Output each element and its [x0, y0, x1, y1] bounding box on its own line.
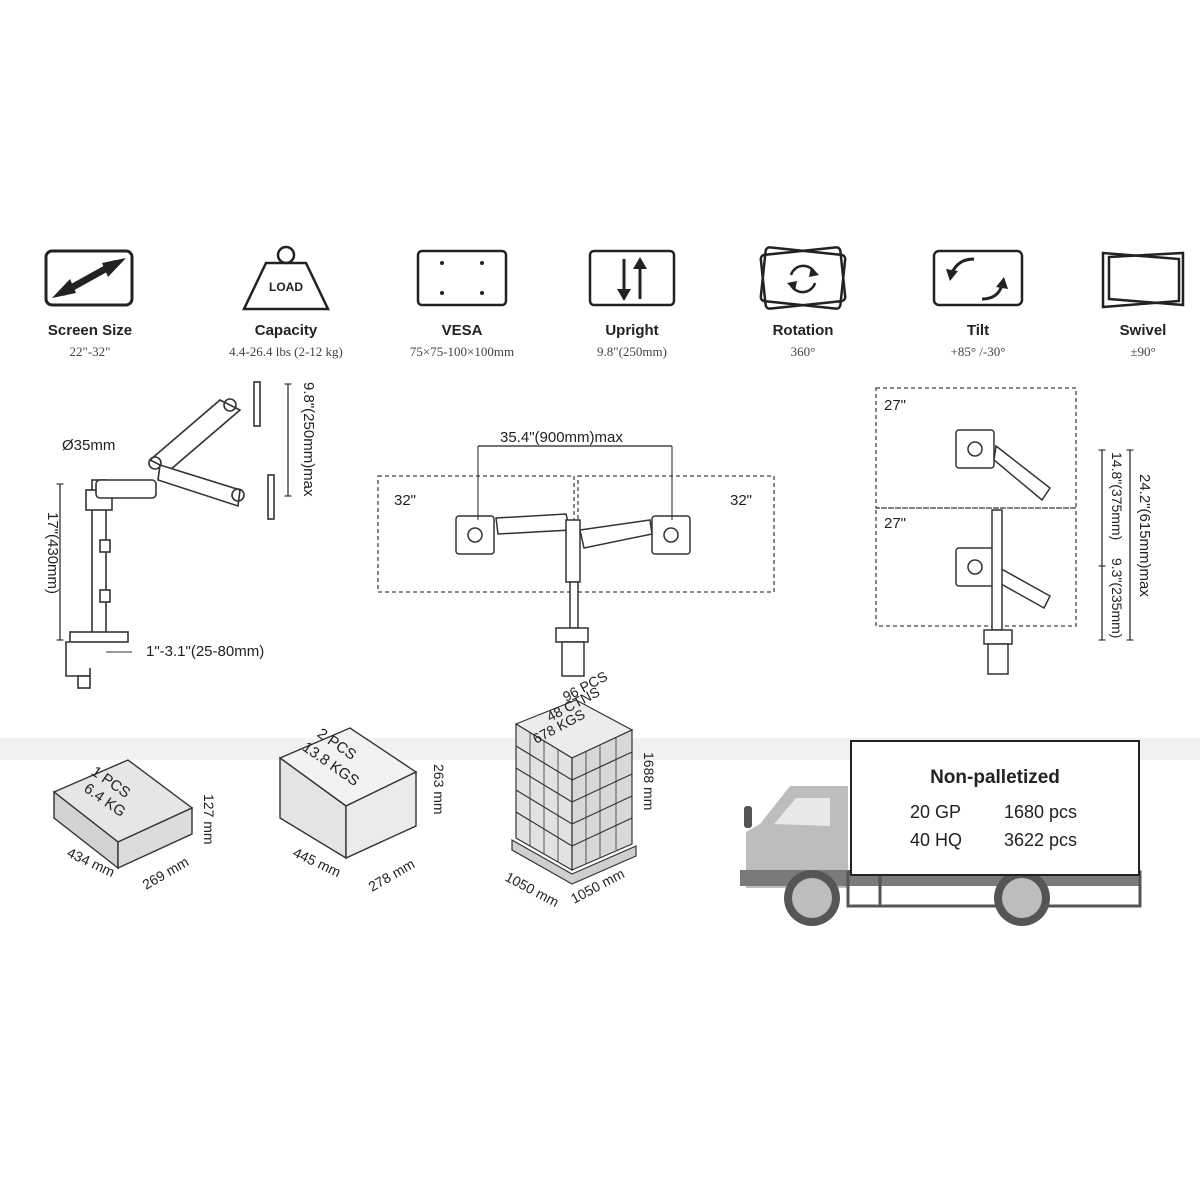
- dual-span: 35.4"(900mm)max: [500, 429, 623, 446]
- spec-upright: Upright 9.8"(250mm): [562, 245, 702, 360]
- pkg2-height: 263 mm: [431, 764, 447, 815]
- shipping-container-20gp: 20 GP: [910, 802, 962, 822]
- spec-name: Swivel: [1119, 322, 1167, 339]
- load-text: LOAD: [269, 280, 303, 294]
- spec-name: Upright: [605, 322, 659, 339]
- spec-value: 9.8"(250mm): [597, 344, 667, 359]
- dual-left-screen: 32": [394, 492, 416, 509]
- diagonal-arrow-icon: [44, 249, 134, 307]
- spec-value: 4.4-26.4 lbs (2-12 kg): [229, 344, 343, 359]
- stacked-bottom-screen: 27": [884, 515, 906, 532]
- spec-name: VESA: [441, 322, 483, 339]
- spec-name: Capacity: [254, 322, 318, 339]
- tilt-icon: [932, 249, 1024, 307]
- spec-name: Rotation: [772, 322, 834, 339]
- up-down-arrows-icon: [588, 249, 676, 307]
- single-arm-drawing: [65, 381, 275, 689]
- spec-value: 75×75-100×100mm: [409, 344, 515, 359]
- spec-screen-size: Screen Size 22"-32": [20, 245, 160, 360]
- stacked-top-screen: 27": [884, 397, 906, 414]
- pallet-height: 1688 mm: [641, 752, 657, 810]
- spec-name: Tilt: [966, 322, 990, 339]
- package-1-box: [52, 759, 194, 870]
- vesa-plate-icon: [416, 249, 508, 307]
- bottom-screen-outline: [875, 507, 1077, 627]
- pallet-length: 1050 mm: [503, 869, 562, 911]
- stacked-drawing: [875, 387, 1134, 675]
- spec-value: 22"-32": [69, 344, 111, 359]
- shipping-qty-40hq: 3622 pcs: [1004, 830, 1078, 850]
- single-vertical-range: 9.8"(250mm)max: [300, 382, 317, 497]
- spec-rotation: Rotation 360°: [733, 245, 873, 360]
- spec-tilt: Tilt +85° /-30°: [908, 245, 1048, 360]
- single-clamp-range: 1"-3.1"(25-80mm): [146, 643, 264, 660]
- right-screen-outline: [577, 475, 775, 593]
- package-2-box: [278, 727, 418, 860]
- swivel-icon: [1101, 251, 1185, 309]
- rotation-icon: [759, 246, 847, 310]
- truck-illustration: [740, 786, 1142, 926]
- pkg2-width: 278 mm: [366, 855, 418, 894]
- spec-name: Screen Size: [47, 322, 133, 339]
- spec-capacity: LOAD Capacity 4.4-26.4 lbs (2-12 kg): [216, 245, 356, 360]
- shipping-container-40hq: 40 HQ: [910, 830, 963, 850]
- load-weight-icon: LOAD: [242, 245, 330, 311]
- spec-value: +85° /-30°: [950, 344, 1006, 359]
- stacked-upper-range: 14.8"(375mm): [1109, 452, 1125, 540]
- pkg1-height: 127 mm: [201, 794, 217, 845]
- pallet-stack: [511, 699, 637, 885]
- pkg1-width: 269 mm: [140, 853, 192, 892]
- dual-right-screen: 32": [730, 492, 752, 509]
- spec-value: ±90°: [1130, 344, 1156, 359]
- shipping-info-box: Non-palletized 20 GP 1680 pcs 40 HQ 3622…: [850, 740, 1140, 876]
- stacked-lower-range: 9.3"(235mm): [1109, 558, 1125, 638]
- dual-side-drawing: [377, 445, 775, 677]
- single-pole-diameter: Ø35mm: [62, 437, 115, 454]
- spec-vesa: VESA 75×75-100×100mm: [392, 245, 532, 360]
- single-pole-height: 17"(430mm): [44, 512, 61, 594]
- spec-value: 360°: [790, 344, 816, 359]
- spec-swivel: Swivel ±90°: [1073, 245, 1200, 360]
- shipping-qty-20gp: 1680 pcs: [1004, 802, 1078, 822]
- shipping-title: Non-palletized: [930, 767, 1060, 788]
- stacked-total-range: 24.2"(615mm)max: [1136, 474, 1153, 597]
